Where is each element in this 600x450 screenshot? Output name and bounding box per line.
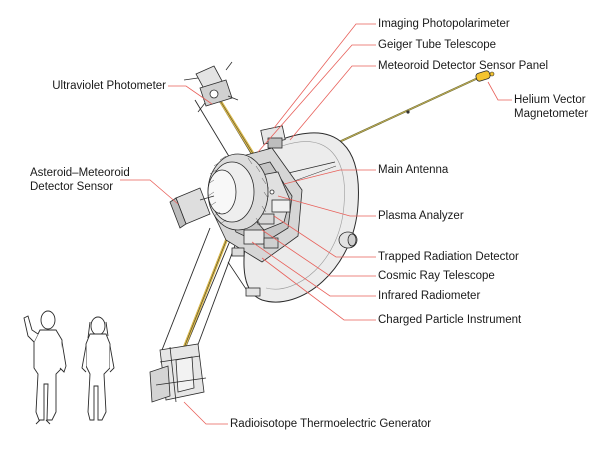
label-asteroid-meteoroid-line1: Asteroid–Meteoroid: [30, 167, 130, 179]
label-infrared-radiometer: Infrared Radiometer: [378, 290, 481, 302]
label-main-antenna: Main Antenna: [378, 164, 449, 176]
label-trapped-radiation-detector: Trapped Radiation Detector: [378, 251, 519, 263]
label-asteroid-meteoroid-line2: Detector Sensor: [30, 181, 114, 193]
label-geiger-tube-telescope: Geiger Tube Telescope: [378, 39, 497, 51]
asteroid-meteoroid-detector-box: [169, 187, 215, 229]
human-figures-plaque: [23, 310, 115, 425]
label-ultraviolet-photometer: Ultraviolet Photometer: [52, 80, 166, 92]
female-figure: [81, 316, 115, 421]
label-plasma-analyzer: Plasma Analyzer: [378, 210, 464, 222]
rtg-unit: [149, 343, 207, 403]
lower-rtg-truss: [161, 227, 241, 359]
antenna-feed-horn: [338, 231, 358, 249]
label-rtg: Radioisotope Thermoelectric Generator: [230, 418, 432, 430]
leader-lines: [120, 23, 512, 425]
label-charged-particle-instrument: Charged Particle Instrument: [378, 314, 522, 326]
label-helium-vector-magnetometer-line1: Helium Vector: [514, 94, 586, 106]
imaging-photopolarimeter-cylinder: [207, 153, 269, 231]
label-imaging-photopolarimeter: Imaging Photopolarimeter: [378, 18, 510, 30]
male-figure: [23, 310, 67, 425]
label-helium-vector-magnetometer-line2: Magnetometer: [514, 108, 589, 120]
upper-rtg-truss: [194, 93, 259, 179]
upper-rtg-unit: [183, 61, 239, 113]
label-meteoroid-detector-sensor-panel: Meteoroid Detector Sensor Panel: [378, 60, 549, 72]
helium-vector-magnetometer-sensor: [475, 70, 495, 82]
label-cosmic-ray-telescope: Cosmic Ray Telescope: [378, 270, 495, 282]
